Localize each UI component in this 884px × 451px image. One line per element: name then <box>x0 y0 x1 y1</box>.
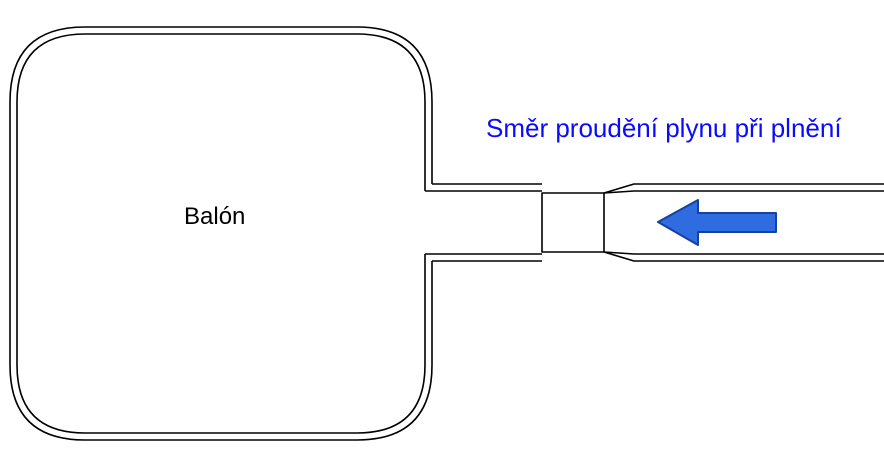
flow-direction-arrow <box>657 199 777 246</box>
balloon-outline-inner <box>16 33 426 434</box>
flow-direction-label: Směr proudění plynu při plnění <box>486 113 842 143</box>
valve-connector <box>541 192 605 253</box>
neck-tube-right <box>603 183 884 262</box>
balloon-label: Balón <box>184 203 245 230</box>
neck-tube-left <box>425 183 542 262</box>
balloon-outline-outer <box>9 26 433 441</box>
